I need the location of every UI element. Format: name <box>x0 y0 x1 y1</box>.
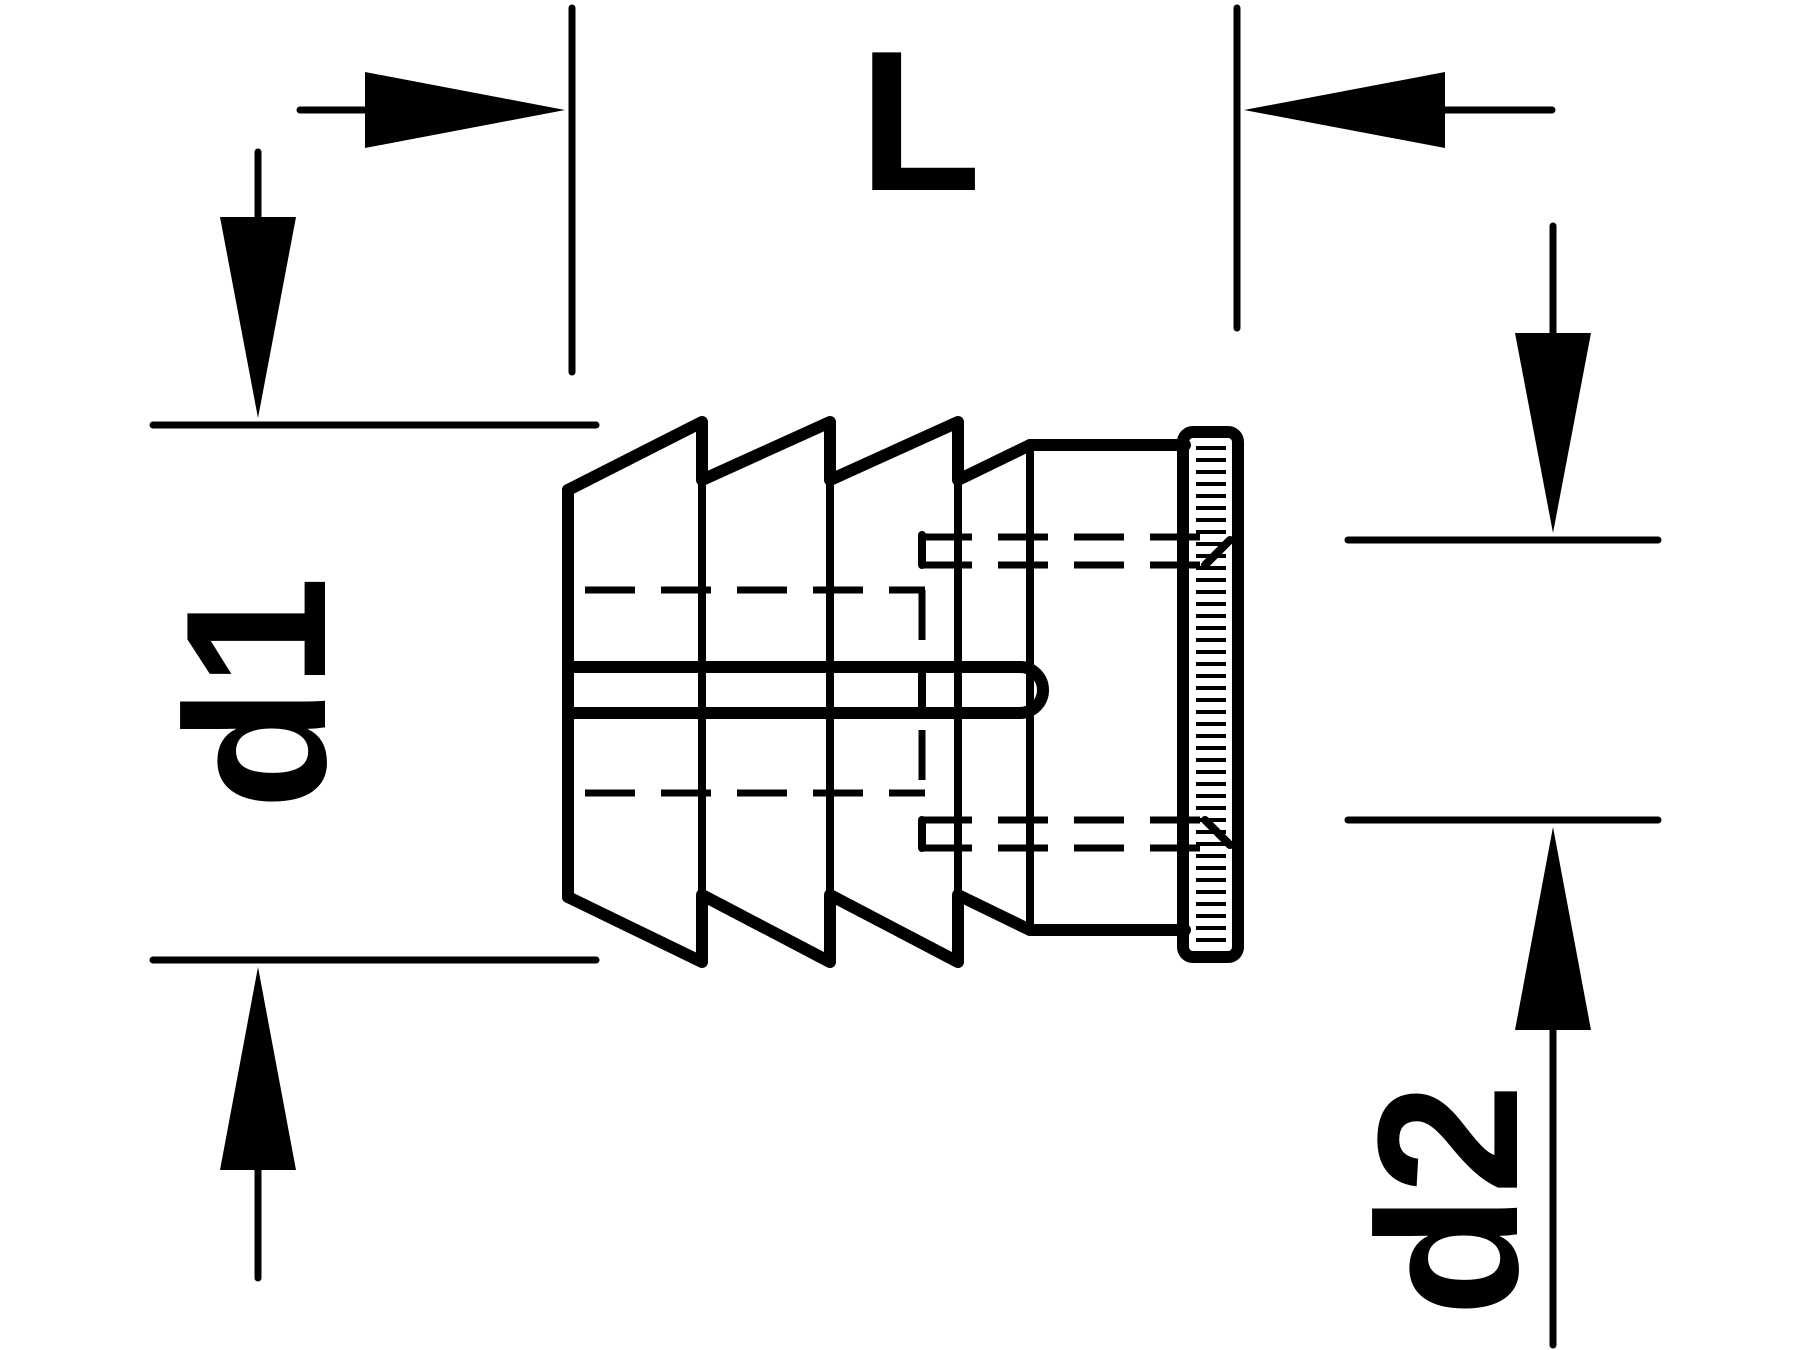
slot <box>562 661 1049 719</box>
knurl-pattern <box>1196 446 1226 942</box>
label-d1: d1 <box>145 576 368 809</box>
arrow-down <box>220 217 296 418</box>
arrow-left <box>1244 72 1445 148</box>
arrow-down <box>1515 333 1591 533</box>
dimension-d2: d2 <box>1337 222 1662 1349</box>
label-d2: d2 <box>1337 1083 1560 1316</box>
threaded-insert <box>562 416 1244 968</box>
label-l: L <box>859 10 981 233</box>
chamfer-top <box>1201 536 1234 569</box>
arrow-up <box>220 967 296 1170</box>
head-flange <box>1177 426 1244 963</box>
arrow-right <box>365 72 565 148</box>
dimension-d1: d1 <box>145 148 600 1282</box>
arrow-up <box>1515 827 1591 1030</box>
chamfer-bottom <box>1201 816 1234 849</box>
dimension-l: L <box>296 4 1556 376</box>
